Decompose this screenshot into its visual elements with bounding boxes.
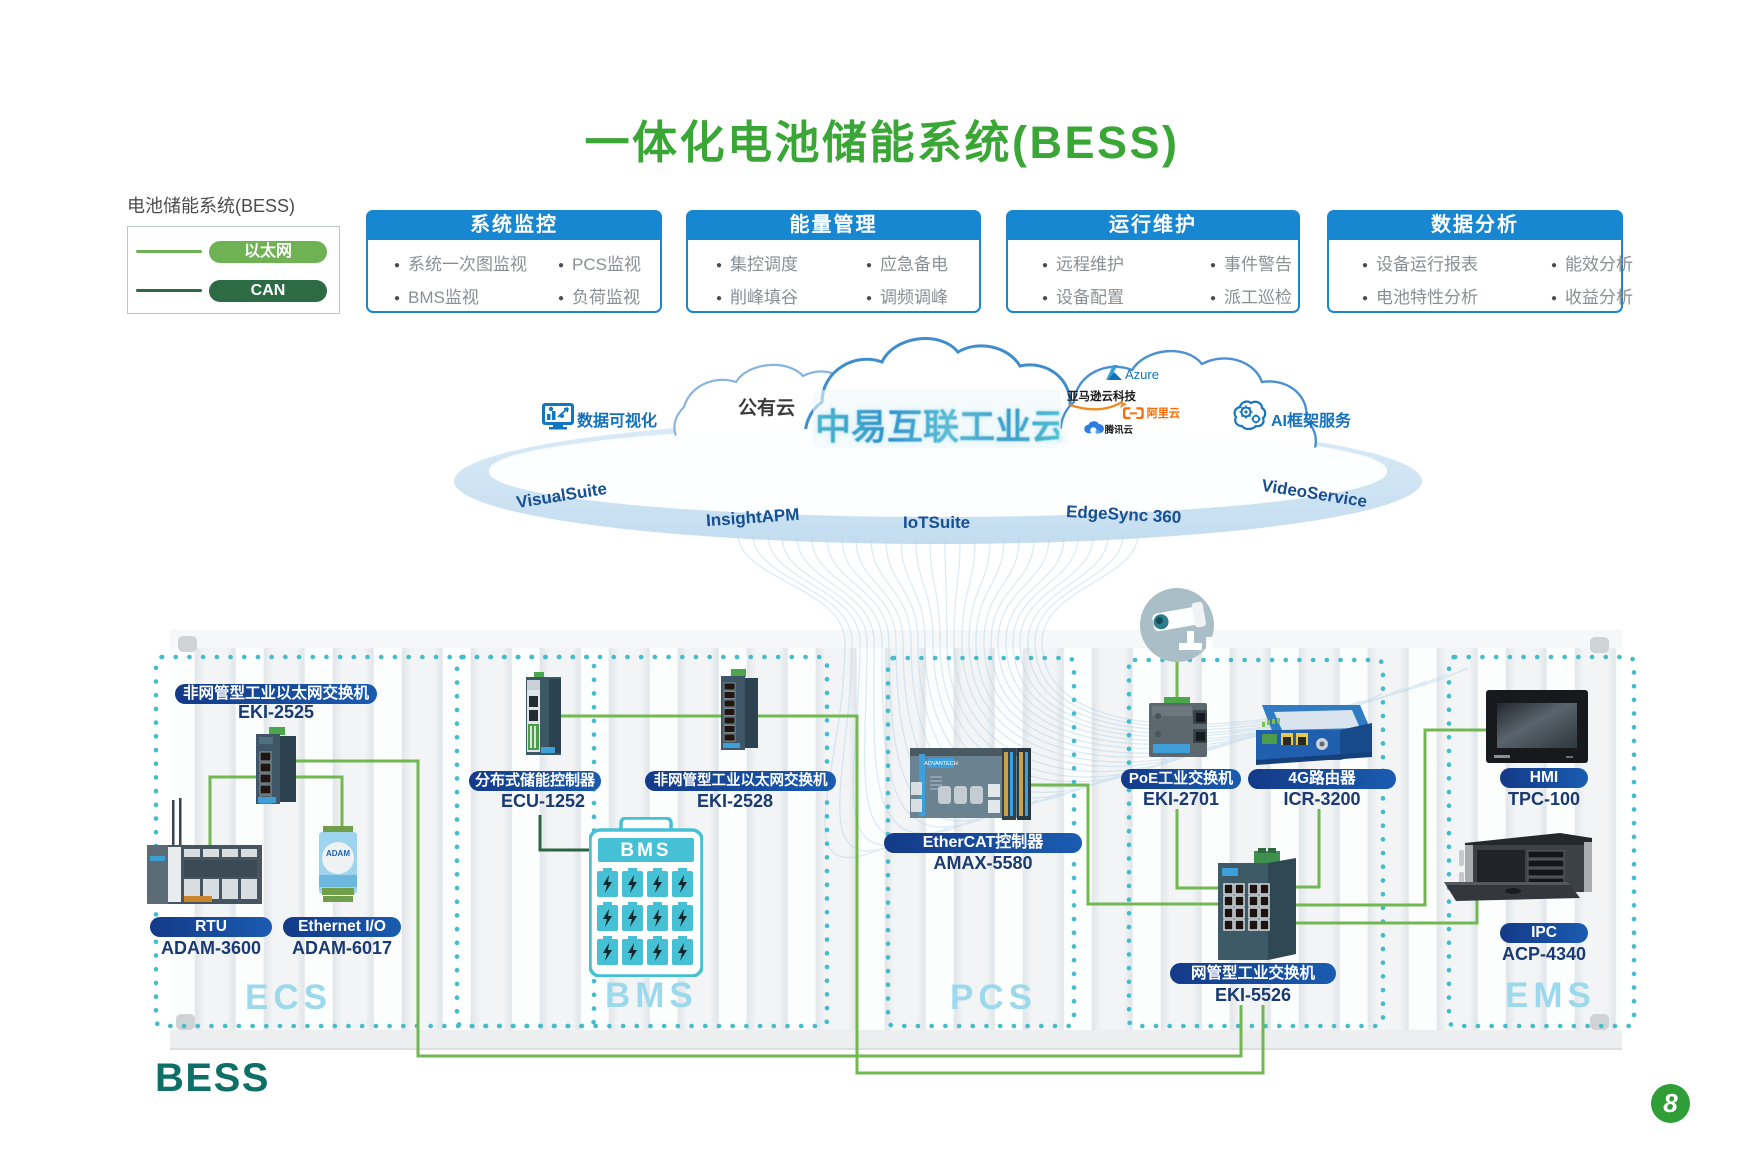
svg-text:腾讯云: 腾讯云	[1104, 424, 1134, 436]
svg-text:ADAM: ADAM	[326, 849, 350, 858]
svg-text:Azure: Azure	[1125, 367, 1159, 382]
svg-text:BMS: BMS	[620, 840, 671, 861]
svg-text:阿里云: 阿里云	[1147, 406, 1180, 420]
svg-text:ADVANTECH: ADVANTECH	[924, 761, 958, 767]
svg-text:亚马逊云科技: 亚马逊云科技	[1067, 389, 1136, 403]
